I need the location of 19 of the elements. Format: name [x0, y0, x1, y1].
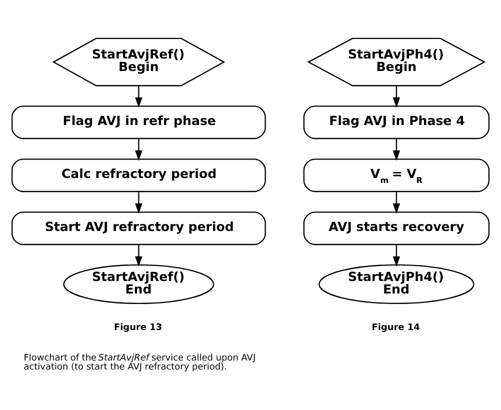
- arrow: [392, 138, 400, 160]
- arrow: [392, 244, 400, 266]
- node-ellipse: StartAvjRef() End: [63, 264, 214, 304]
- arrow: [135, 191, 142, 214]
- label: Figure 14: [372, 322, 420, 333]
- arrow: [392, 191, 400, 214]
- label: Flowchart of the StartAvjRef service called upon AVJ activation (to start the AVJ refractory period).: [24, 353, 256, 372]
- arrow: [392, 85, 400, 108]
- node-ellipse: StartAvjPh4() End: [318, 264, 474, 304]
- node-box: Calc refractory period: [11, 158, 266, 192]
- label: Figure 13: [114, 322, 162, 333]
- arrow: [135, 138, 142, 160]
- node-box: AVJ starts recovery: [303, 211, 490, 245]
- arrow: [135, 85, 142, 108]
- node-box: V$_{m}$ = V$_{R}$: [303, 158, 490, 192]
- node-box: Flag AVJ in refr phase: [11, 105, 266, 139]
- node-box: Flag AVJ in Phase 4: [303, 105, 490, 139]
- arrow: [135, 244, 142, 266]
- node-box: Start AVJ refractory period: [11, 211, 266, 245]
